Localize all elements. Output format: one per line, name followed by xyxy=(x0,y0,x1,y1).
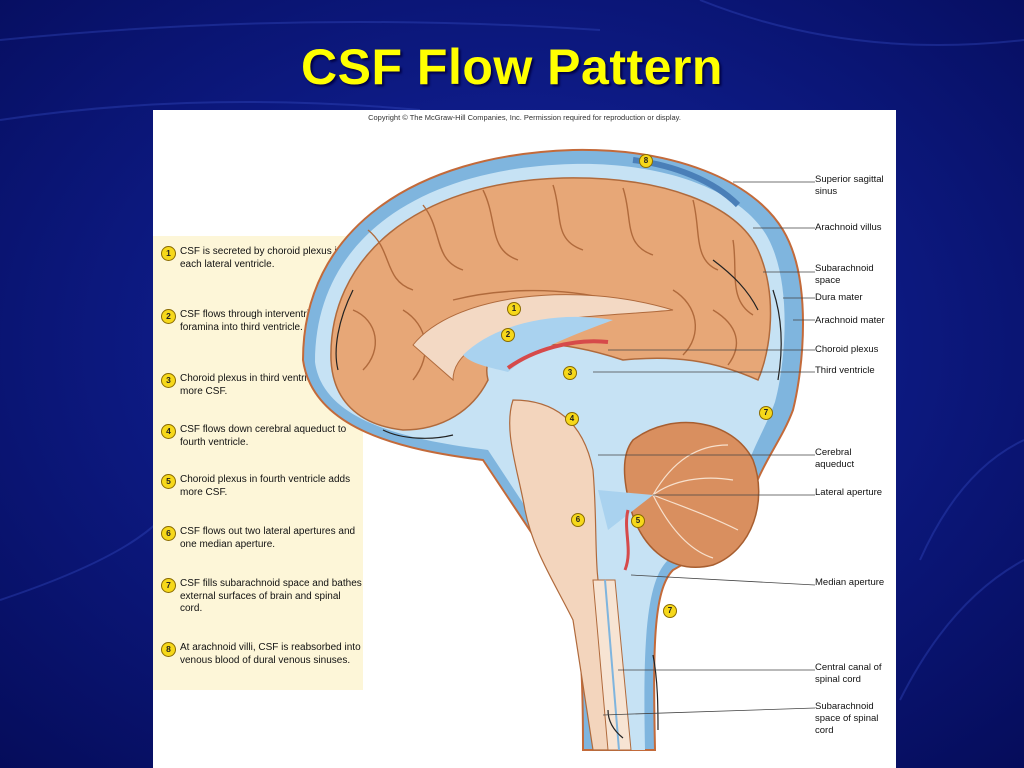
label-lateral-aperture: Lateral aperture xyxy=(815,487,883,498)
step-text: CSF flows out two lateral apertures and … xyxy=(180,526,356,550)
label-subarachnoid-space: Subarachnoid space xyxy=(815,263,874,286)
cerebellum-folia xyxy=(652,444,739,559)
step-number-badge: 2 xyxy=(161,309,176,324)
diagram-marker-6: 6 xyxy=(571,513,585,527)
step-text: CSF fills subarachnoid space and bathes … xyxy=(180,578,362,614)
diagram-marker-5: 5 xyxy=(631,514,645,528)
label-dura-mater: Dura mater xyxy=(815,292,863,303)
csf-flow-figure: Copyright © The McGraw-Hill Companies, I… xyxy=(153,110,896,768)
step-text: CSF is secreted by choroid plexus in eac… xyxy=(180,246,343,270)
diagram-marker-7: 7 xyxy=(759,406,773,420)
label-median-aperture: Median aperture xyxy=(815,577,885,588)
label-arachnoid-mater: Arachnoid mater xyxy=(815,315,885,326)
label-arachnoid-villus: Arachnoid villus xyxy=(815,222,882,233)
label-subarachnoid-space-spinal: Subarachnoid space of spinal cord xyxy=(815,701,879,736)
label-choroid-plexus: Choroid plexus xyxy=(815,344,879,355)
label-leader-lines xyxy=(593,181,816,716)
label-third-ventricle: Third ventricle xyxy=(815,365,875,376)
step-text: At arachnoid villi, CSF is reabsorbed in… xyxy=(180,642,361,666)
copyright-notice: Copyright © The McGraw-Hill Companies, I… xyxy=(368,113,681,122)
step-number-badge: 7 xyxy=(161,578,176,593)
step-number-badge: 8 xyxy=(161,642,176,657)
step-number-badge: 4 xyxy=(161,424,176,439)
choroid-plexus-fourth xyxy=(623,509,630,571)
diagram-marker-3: 3 xyxy=(563,366,577,380)
brain-sagittal-illustration xyxy=(301,148,816,751)
step-number-badge: 6 xyxy=(161,526,176,541)
diagram-marker-7: 7 xyxy=(663,604,677,618)
step-text: CSF flows down cerebral aqueduct to four… xyxy=(180,424,347,448)
step-number-badge: 1 xyxy=(161,246,176,261)
step-number-badge: 5 xyxy=(161,474,176,489)
diagram-marker-2: 2 xyxy=(501,328,515,342)
step-text: Choroid plexus in fourth ventricle adds … xyxy=(180,474,351,498)
label-cerebral-aqueduct: Cerebral aqueduct xyxy=(815,447,855,470)
central-canal-line xyxy=(604,579,620,751)
fourth-ventricle xyxy=(598,490,653,530)
step-text: Choroid plexus in third ventricle adds m… xyxy=(180,373,344,397)
diagram-marker-4: 4 xyxy=(565,412,579,426)
diagram-marker-1: 1 xyxy=(507,302,521,316)
diagram-marker-8: 8 xyxy=(639,154,653,168)
choroid-plexus xyxy=(506,339,609,370)
step-text: CSF flows through interventricular foram… xyxy=(180,309,331,333)
step-number-badge: 3 xyxy=(161,373,176,388)
label-central-canal: Central canal of spinal cord xyxy=(815,662,882,685)
lateral-ventricle xyxy=(463,316,613,372)
label-superior-sagittal-sinus: Superior sagittal sinus xyxy=(815,174,884,197)
slide-title: CSF Flow Pattern xyxy=(301,39,723,95)
flow-arrows xyxy=(335,259,782,739)
